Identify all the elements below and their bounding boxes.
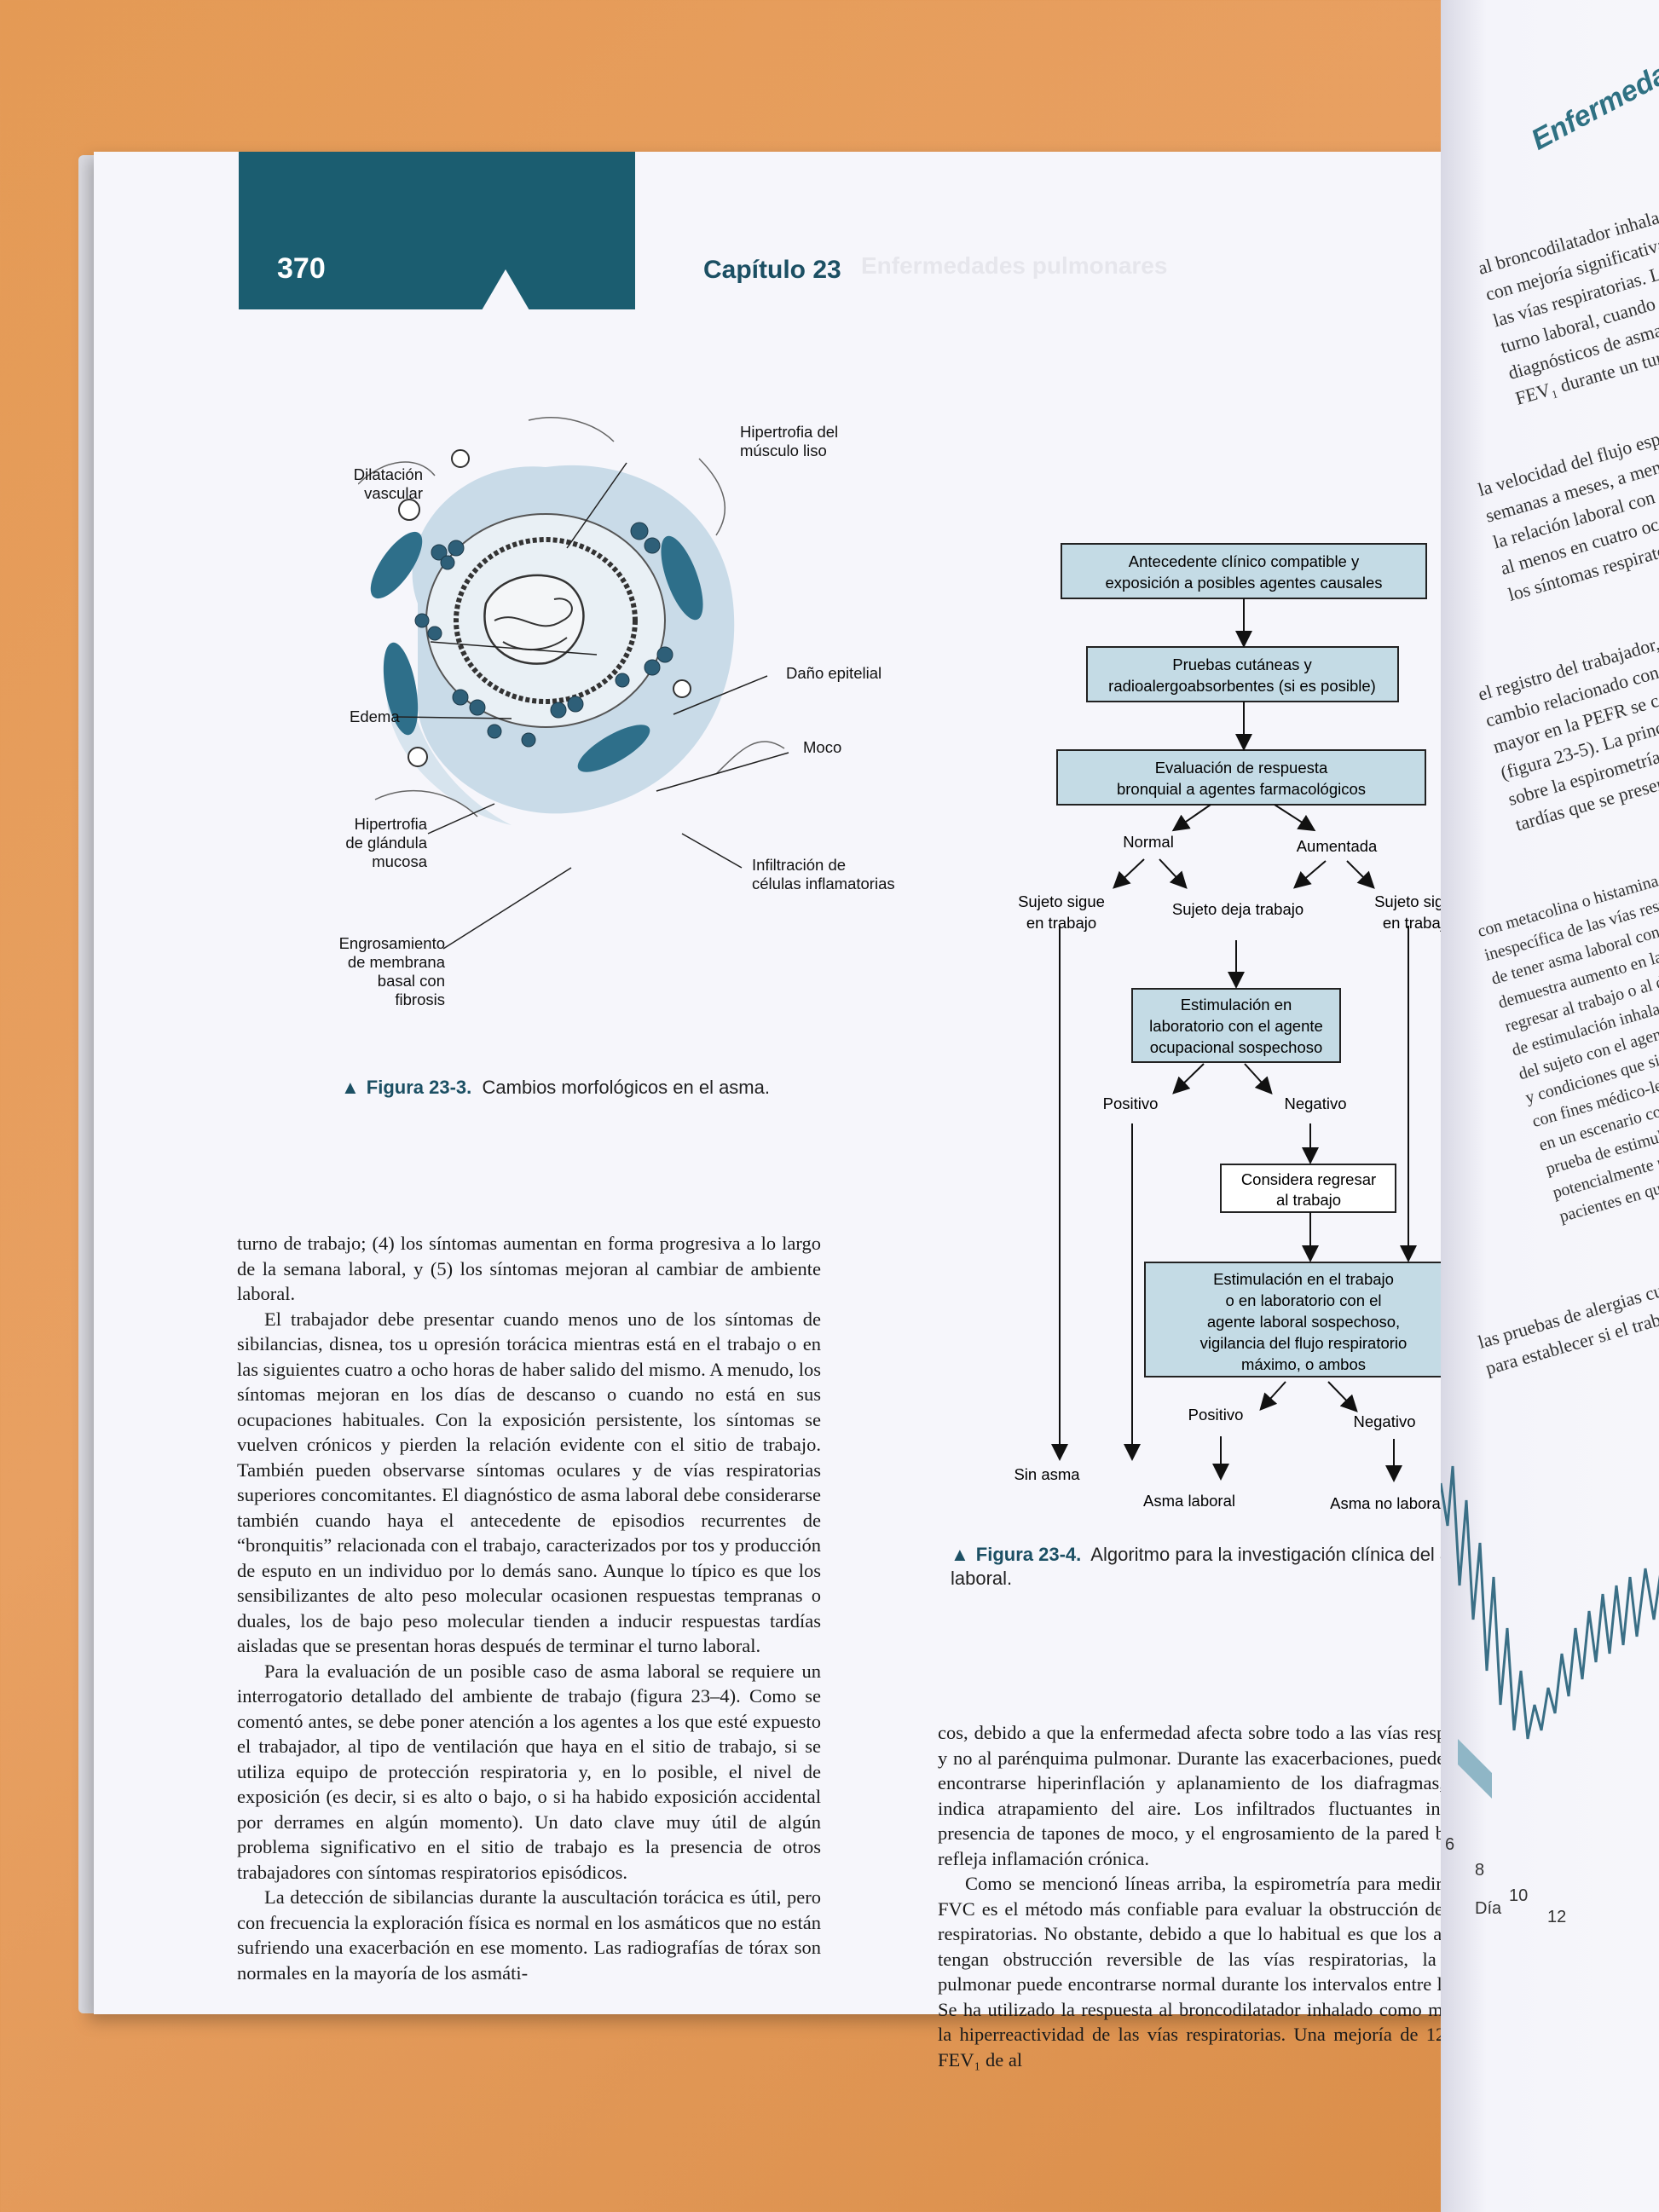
axis-tick: 12 bbox=[1547, 1908, 1566, 1926]
pefr-trace bbox=[1441, 1465, 1659, 1740]
vessels bbox=[398, 449, 691, 767]
cell-outlines bbox=[358, 417, 785, 817]
smooth-muscle-bottom bbox=[577, 725, 650, 772]
box-estimulacion-lab bbox=[1131, 988, 1341, 1063]
facing-page-text: el registro del trabajador, se pondrcamb… bbox=[1475, 614, 1659, 836]
paragraph: Para la evaluación de un posible caso de… bbox=[237, 1660, 821, 1883]
node-positivo-1: Positivo bbox=[1103, 1094, 1159, 1112]
running-head-show-through: Enfermedades pulmonares bbox=[861, 252, 1168, 279]
box-estimulacion-trabajo-line-3: agente laboral sospechoso, bbox=[1207, 1313, 1400, 1331]
figure-23-3-illustration bbox=[358, 417, 785, 825]
facing-page-heading: Enfermedades bbox=[1526, 33, 1659, 157]
figure-23-4-flowchart: Antecedente clínico compatible y exposic… bbox=[1014, 543, 1463, 1512]
label-edema: Edema bbox=[350, 707, 400, 725]
box-estimulacion-trabajo-line-1: Estimulación en el trabajo bbox=[1213, 1270, 1394, 1288]
axis-tick: 8 bbox=[1475, 1861, 1484, 1880]
axis-label: Día bbox=[1475, 1899, 1502, 1918]
node-sigue-trabajo-right-2: en trabajo bbox=[1383, 914, 1453, 932]
book-page: 370 Capítulo 23 Enfermedades pulmonares bbox=[94, 152, 1509, 2071]
box-estimulacion-trabajo-line-5: máximo, o ambos bbox=[1241, 1355, 1366, 1373]
box-antecedente-line-2: exposición a posibles agentes causales bbox=[1106, 574, 1383, 592]
label-dano-epitelial: Daño epitelial bbox=[786, 664, 882, 682]
facing-page: Enfermedades al broncodilatador inhalado… bbox=[1441, 0, 1659, 2212]
box-estimulacion-trabajo-line-4: vigilancia del flujo respiratorio bbox=[1200, 1334, 1408, 1352]
mucus-strand-2 bbox=[502, 637, 568, 651]
box-estimulacion-trabajo bbox=[1144, 1262, 1463, 1377]
node-positivo-2: Positivo bbox=[1188, 1406, 1244, 1424]
node-negativo-1: Negativo bbox=[1284, 1094, 1346, 1112]
node-sigue-trabajo-right-1: Sujeto sigue bbox=[1374, 892, 1461, 910]
node-negativo-2: Negativo bbox=[1353, 1412, 1415, 1430]
shaded-band bbox=[1458, 1739, 1492, 1799]
caption-triangle-icon: ▲ bbox=[341, 1077, 360, 1098]
inflammatory-cells bbox=[414, 522, 673, 748]
node-deja-trabajo: Sujeto deja trabajo bbox=[1172, 900, 1304, 918]
box-evaluacion bbox=[1056, 749, 1426, 806]
paragraph: La detección de sibilancias durante la a… bbox=[237, 1886, 821, 1984]
paragraph: Como se mencionó líneas arriba, la espir… bbox=[938, 1873, 1509, 2071]
facing-page-pefr-chart: 6 8 10 12 Día bbox=[1441, 1465, 1659, 1926]
page-number: 370 bbox=[277, 252, 326, 285]
header-bar bbox=[239, 152, 635, 309]
epithelium-ring bbox=[454, 537, 638, 704]
node-asma-no-laboral: Asma no laboral bbox=[1330, 1494, 1444, 1512]
mucus-strand bbox=[494, 598, 573, 627]
figure-23-3-caption: ▲Figura 23-3. Cambios morfológicos en el… bbox=[341, 1077, 770, 1098]
box-evaluacion-line-2: bronquial a agentes farmacológicos bbox=[1117, 780, 1366, 798]
node-normal: Normal bbox=[1123, 833, 1174, 851]
box-antecedente bbox=[1061, 543, 1427, 599]
node-asma-laboral: Asma laboral bbox=[1143, 1492, 1235, 1510]
box-pruebas-line-1: Pruebas cutáneas y bbox=[1172, 656, 1312, 673]
box-estimulacion-lab-line-1: Estimulación en bbox=[1181, 996, 1292, 1014]
figure-23-4-caption: ▲Figura 23-4. Algoritmo para la investig… bbox=[951, 1544, 1486, 1589]
mucus-plug bbox=[483, 574, 585, 665]
node-sigue-trabajo-left-1: Sujeto sigue bbox=[1018, 892, 1105, 910]
box-considera-line-2: al trabajo bbox=[1276, 1191, 1341, 1209]
node-sin-asma: Sin asma bbox=[1014, 1465, 1080, 1483]
body-column-left: turno de trabajo; (4) los síntomas aumen… bbox=[237, 1231, 821, 1985]
figure-23-3-leaders bbox=[396, 462, 789, 950]
paragraph: cos, debido a que la enfermedad afecta s… bbox=[938, 1722, 1509, 1869]
label-moco: Moco bbox=[803, 738, 842, 756]
facing-page-text: con metacolina o histamina sirve paraine… bbox=[1475, 852, 1659, 1227]
smooth-muscle-left bbox=[370, 531, 423, 599]
node-sigue-trabajo-left-2: en trabajo bbox=[1026, 914, 1096, 932]
box-evaluacion-line-1: Evaluación de respuesta bbox=[1155, 759, 1328, 777]
smooth-muscle-right bbox=[661, 535, 703, 621]
caption-triangle-icon-2: ▲ bbox=[951, 1544, 969, 1565]
axis-tick: 6 bbox=[1445, 1835, 1454, 1854]
box-estimulacion-lab-line-2: laboratorio con el agente bbox=[1149, 1017, 1323, 1035]
paragraph: El trabajador debe presentar cuando meno… bbox=[237, 1308, 821, 1657]
body-column-right: cos, debido a que la enfermedad afecta s… bbox=[938, 1720, 1509, 2072]
smooth-muscle-left-lower bbox=[383, 642, 419, 736]
paragraph: turno de trabajo; (4) los síntomas aumen… bbox=[237, 1233, 821, 1304]
box-considera-line-1: Considera regresar bbox=[1241, 1170, 1376, 1188]
box-estimulacion-trabajo-line-2: o en laboratorio con el bbox=[1225, 1291, 1381, 1309]
node-aumentada: Aumentada bbox=[1297, 837, 1378, 855]
box-pruebas-line-2: radioalergoabsorbentes (si es posible) bbox=[1108, 677, 1376, 695]
box-estimulacion-lab-line-3: ocupacional sospechoso bbox=[1150, 1038, 1323, 1056]
axis-tick: 10 bbox=[1509, 1886, 1528, 1905]
chapter-title: Capítulo 23 bbox=[703, 256, 841, 284]
box-considera bbox=[1220, 1164, 1396, 1213]
box-antecedente-line-1: Antecedente clínico compatible y bbox=[1129, 552, 1360, 570]
header-notch bbox=[482, 269, 529, 310]
